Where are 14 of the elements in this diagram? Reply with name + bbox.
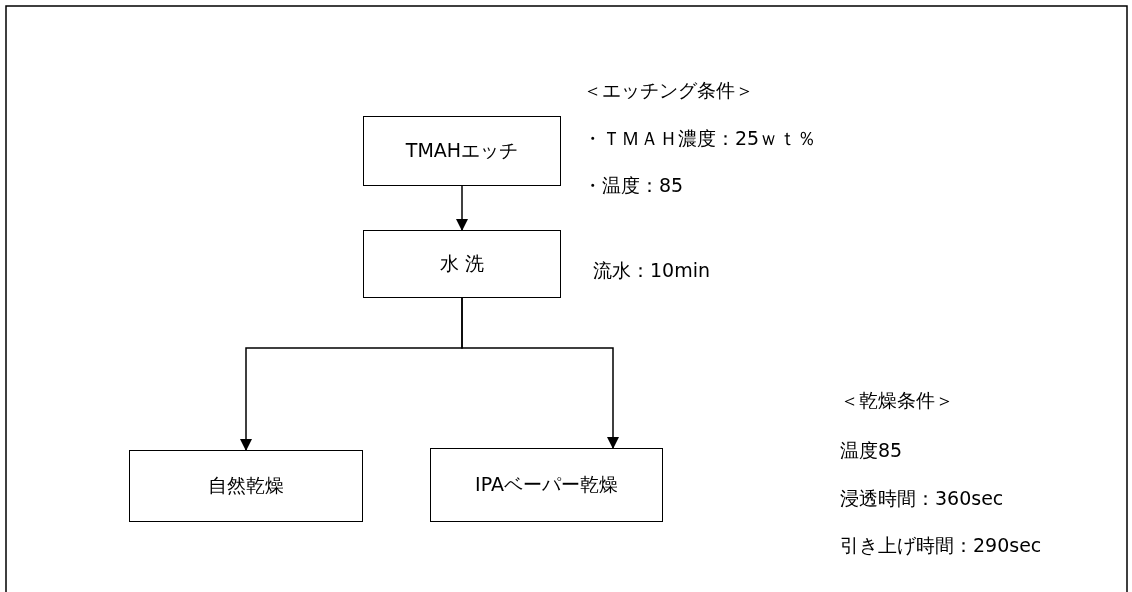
condition-text: ・ＴＭＡＨ濃度：25ｗｔ％ — [583, 126, 817, 150]
condition-text: 温度85 — [840, 438, 903, 462]
arrow — [456, 185, 468, 231]
process-box: 水 洗 — [363, 230, 561, 298]
condition-text: 流水：10min — [593, 258, 710, 282]
condition-text: 浸透時間：360sec — [840, 486, 1004, 510]
condition-text: 引き上げ時間：290sec — [840, 533, 1042, 557]
process-box: TMAHエッチ — [363, 116, 561, 186]
conditions-heading: ＜エッチング条件＞ — [583, 78, 754, 102]
process-box: 自然乾燥 — [129, 450, 363, 522]
conditions-heading: ＜乾燥条件＞ — [840, 388, 954, 412]
condition-text: ・温度：85 — [583, 173, 684, 197]
arrow — [461, 297, 619, 449]
process-box: IPAベーパー乾燥 — [430, 448, 663, 522]
